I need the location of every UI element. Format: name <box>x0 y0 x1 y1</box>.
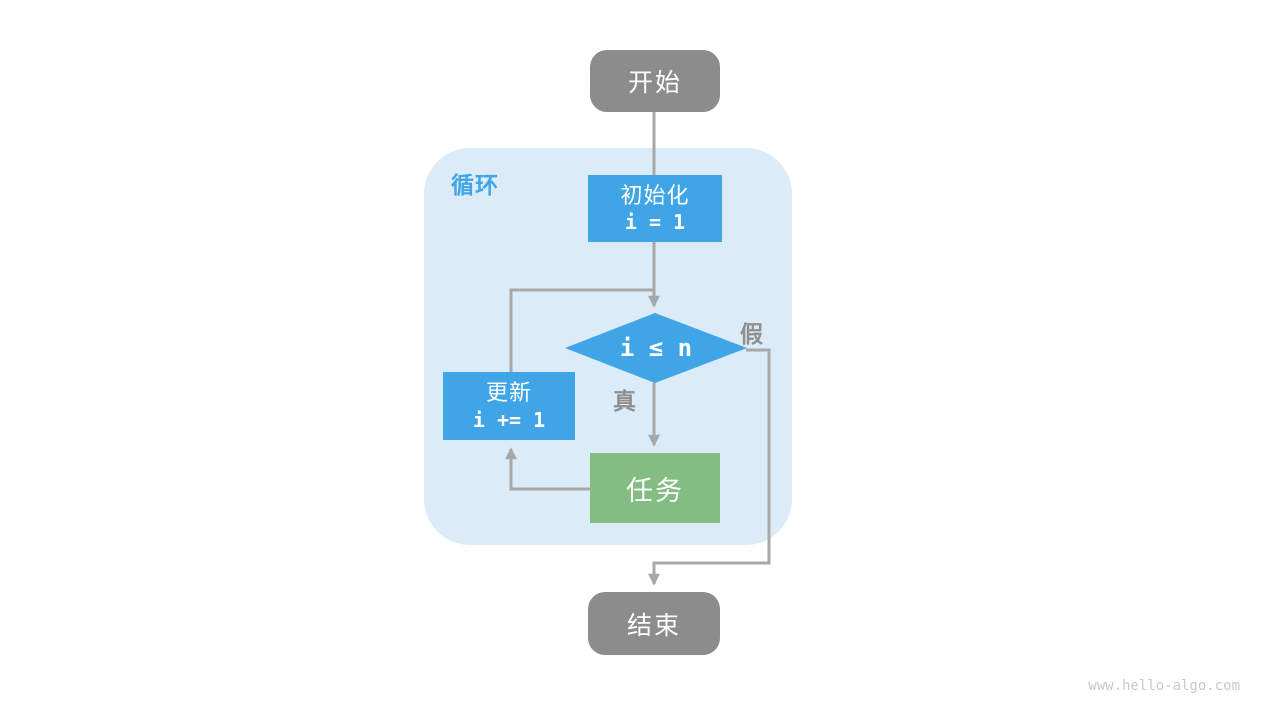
start-node: 开始 <box>590 50 720 112</box>
start-node-label: 开始 <box>627 69 682 97</box>
task-node: 任务 <box>590 453 720 523</box>
end-node-label: 结束 <box>626 611 681 640</box>
task-node-label: 任务 <box>626 475 684 506</box>
true-branch-label: 真 <box>613 388 636 414</box>
update-node: 更新 i += 1 <box>443 372 575 440</box>
init-node-code: i = 1 <box>624 210 686 235</box>
condition-diamond <box>565 313 747 383</box>
update-node-code: i += 1 <box>472 407 546 432</box>
init-node: 初始化 i = 1 <box>588 175 722 242</box>
watermark-text: www.hello-algo.com <box>1088 678 1240 694</box>
edge-update-to-join <box>509 288 654 373</box>
update-node-label: 更新 <box>485 380 532 406</box>
loop-scope-label: 循环 <box>451 172 499 198</box>
end-node: 结束 <box>588 592 720 655</box>
edge-task-to-update <box>505 447 591 491</box>
condition-label: i ≤ n <box>619 334 693 362</box>
false-branch-label: 假 <box>740 321 763 347</box>
init-node-label: 初始化 <box>620 182 690 208</box>
edge-condition-to-end <box>648 348 771 586</box>
